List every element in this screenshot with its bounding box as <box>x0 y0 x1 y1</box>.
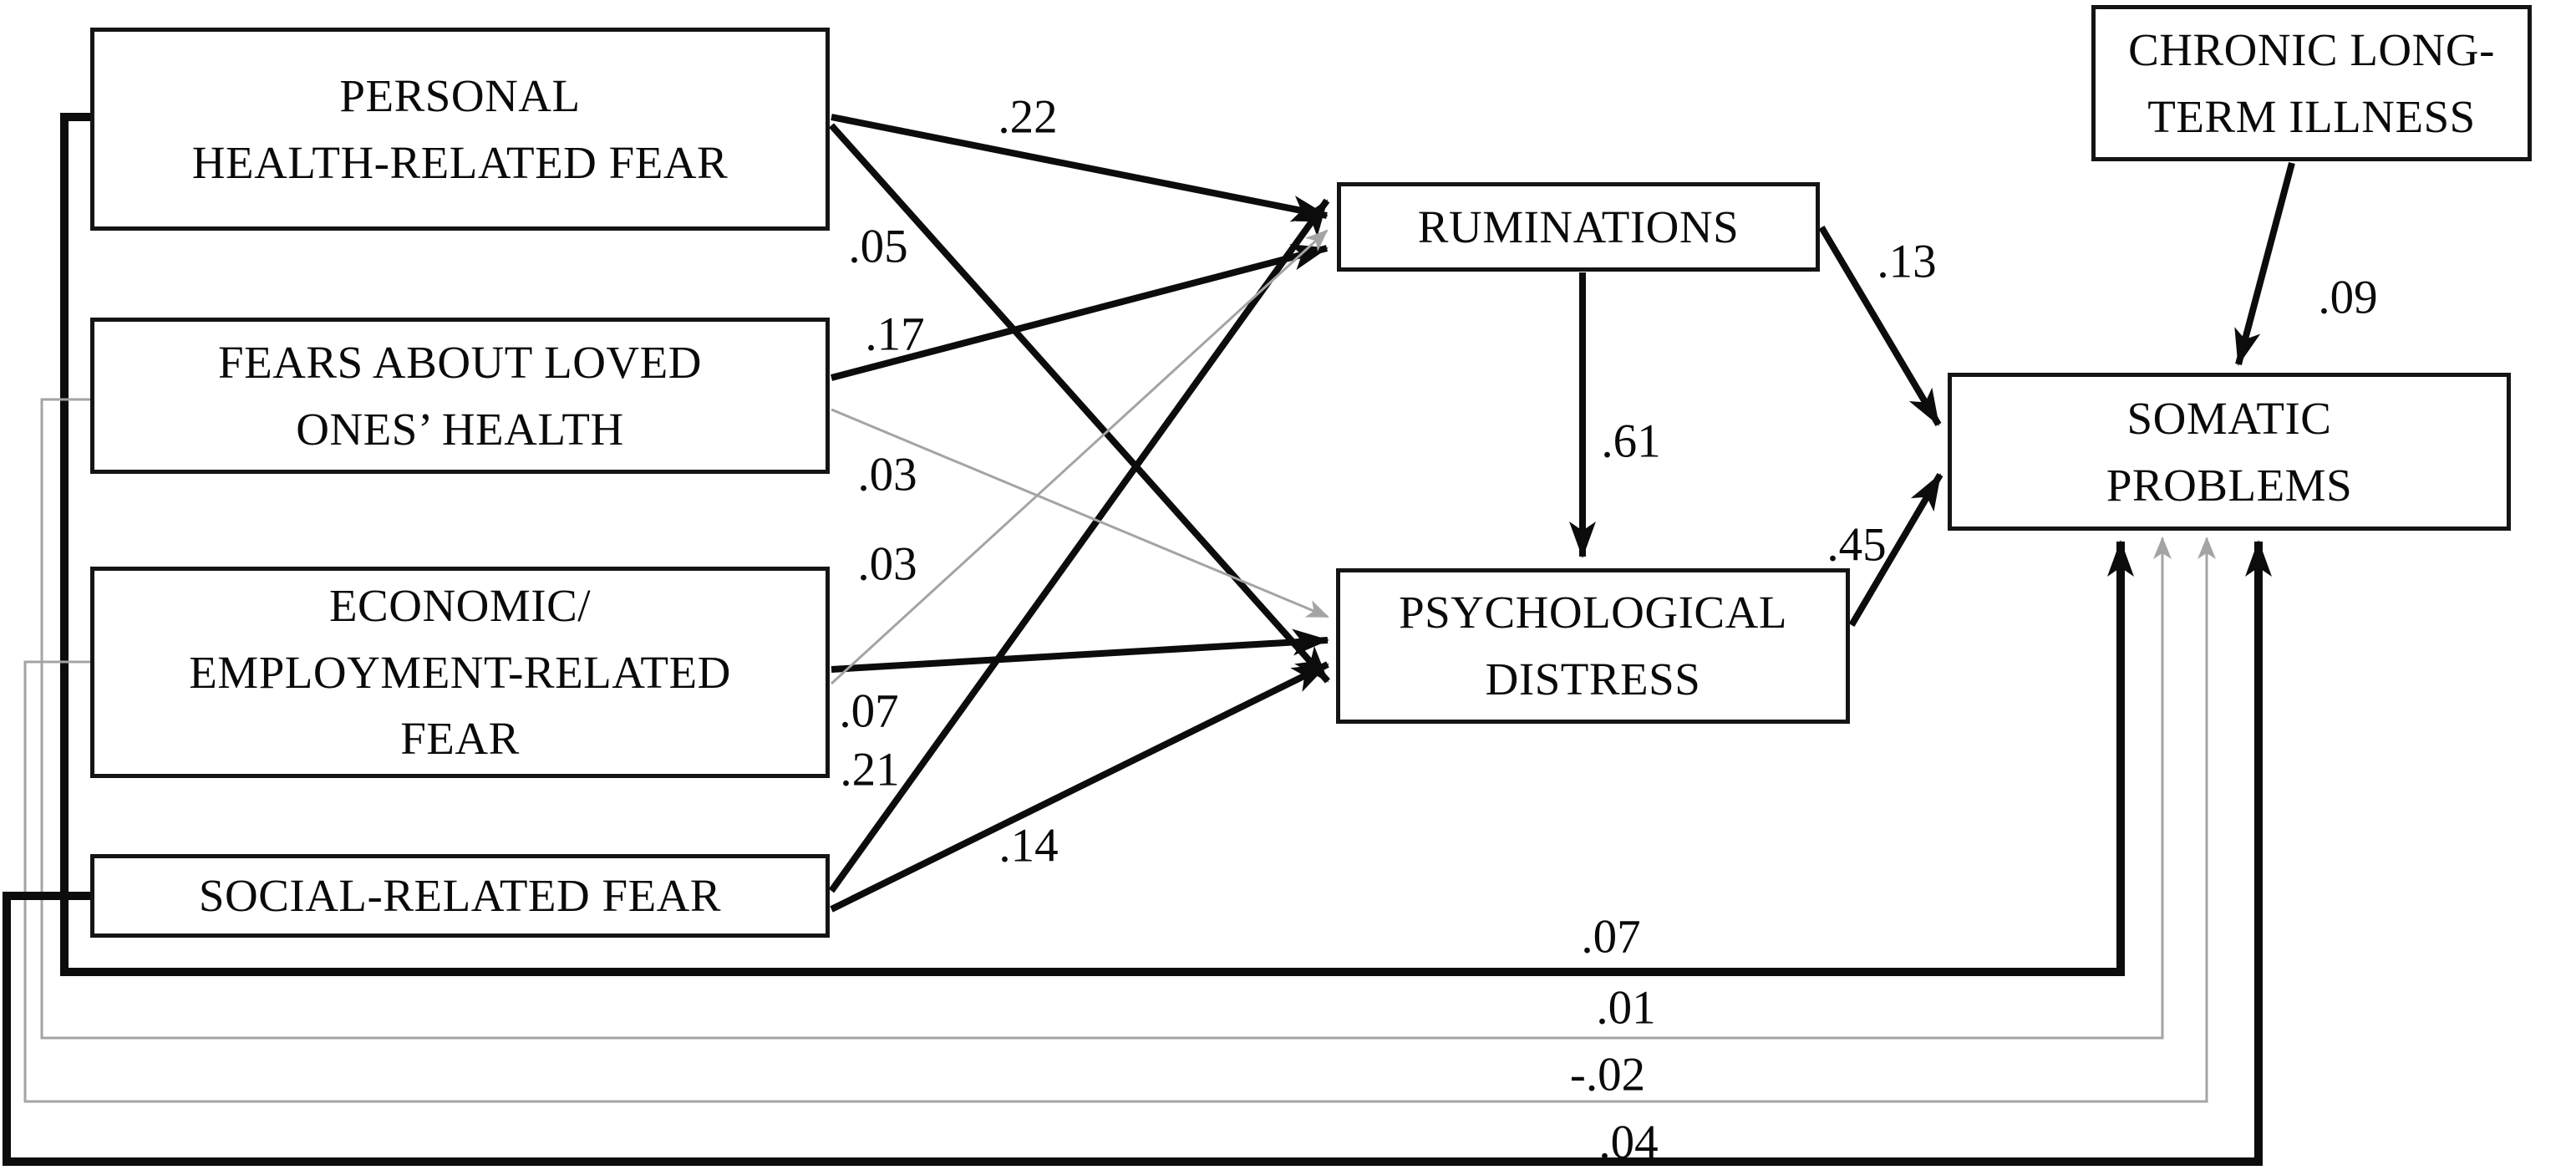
coef-economic-to-ruminations: .03 <box>857 537 917 591</box>
coef-ruminations-to-somatic: .13 <box>1877 235 1937 288</box>
node-label-line: HEALTH-RELATED FEAR <box>191 136 729 188</box>
coef-social-to-distress: .14 <box>998 819 1059 872</box>
node-label-line: CHRONIC LONG- <box>2128 23 2495 75</box>
node-economic-employment-related-fear: ECONOMIC/ EMPLOYMENT-RELATED FEAR <box>90 567 830 778</box>
arrow-loved-to-somatic <box>40 398 2172 1040</box>
arrow-chronic-to-somatic <box>2234 161 2295 366</box>
coef-social-to-somatic: .04 <box>1598 1116 1659 1169</box>
arrow-social-to-somatic <box>3 540 2272 1166</box>
node-label-line: SOCIAL-RELATED FEAR <box>198 870 722 922</box>
node-label-line: ECONOMIC/ <box>328 579 592 631</box>
coef-personal-to-distress: .05 <box>848 220 908 273</box>
coef-loved-to-ruminations: .17 <box>865 308 925 361</box>
arrow-economic-to-distress <box>831 628 1329 673</box>
coef-economic-to-somatic: -.02 <box>1569 1048 1646 1101</box>
node-label-line: PSYCHOLOGICAL <box>1399 587 1787 638</box>
node-label-line: PERSONAL <box>339 69 581 121</box>
node-fears-about-loved-ones-health: FEARS ABOUT LOVED ONES’ HEALTH <box>90 318 830 474</box>
node-label-line: ONES’ HEALTH <box>296 403 624 455</box>
arrow-social-to-ruminations <box>828 198 1330 893</box>
node-psychological-distress: PSYCHOLOGICAL DISTRESS <box>1336 568 1850 724</box>
coef-ruminations-to-distress: .61 <box>1601 415 1661 468</box>
node-ruminations: RUMINATIONS <box>1337 182 1820 272</box>
arrow-economic-to-ruminations <box>830 229 1329 685</box>
node-personal-health-related-fear: PERSONAL HEALTH-RELATED FEAR <box>90 28 830 231</box>
arrow-personal-to-ruminations <box>831 114 1329 222</box>
arrow-personal-to-somatic <box>60 113 2134 976</box>
node-label-line: DISTRESS <box>1485 654 1701 705</box>
arrow-loved-to-ruminations <box>830 244 1329 381</box>
node-social-related-fear: SOCIAL-RELATED FEAR <box>90 854 830 938</box>
node-label-line: PROBLEMS <box>2106 459 2353 511</box>
node-label-line: FEARS ABOUT LOVED <box>218 336 702 388</box>
coef-distress-to-somatic: .45 <box>1827 518 1887 572</box>
coef-chronic-to-somatic: .09 <box>2318 271 2378 324</box>
arrow-personal-to-distress <box>829 123 1330 684</box>
arrow-social-to-distress <box>830 661 1329 913</box>
arrow-loved-to-distress <box>831 408 1329 618</box>
coef-social-to-ruminations: .21 <box>840 743 900 796</box>
coef-loved-to-distress: .03 <box>857 448 917 501</box>
node-label-line: RUMINATIONS <box>1417 201 1740 252</box>
node-label-line: EMPLOYMENT-RELATED <box>189 646 731 698</box>
coef-loved-to-somatic: .01 <box>1596 981 1656 1035</box>
coef-personal-to-ruminations: .22 <box>998 90 1058 144</box>
coef-personal-to-somatic: .07 <box>1581 910 1641 964</box>
arrow-distress-to-somatic <box>1848 472 1943 628</box>
node-label-line: TERM ILLNESS <box>2147 90 2476 142</box>
arrow-economic-to-somatic <box>23 537 2216 1103</box>
node-chronic-long-term-illness: CHRONIC LONG- TERM ILLNESS <box>2091 5 2532 161</box>
node-label-line: SOMATIC <box>2126 392 2332 444</box>
node-label-line: FEAR <box>400 713 520 765</box>
arrow-ruminations-to-somatic <box>1818 225 1942 427</box>
coef-economic-to-distress: .07 <box>839 684 899 738</box>
node-somatic-problems: SOMATIC PROBLEMS <box>1948 373 2511 531</box>
